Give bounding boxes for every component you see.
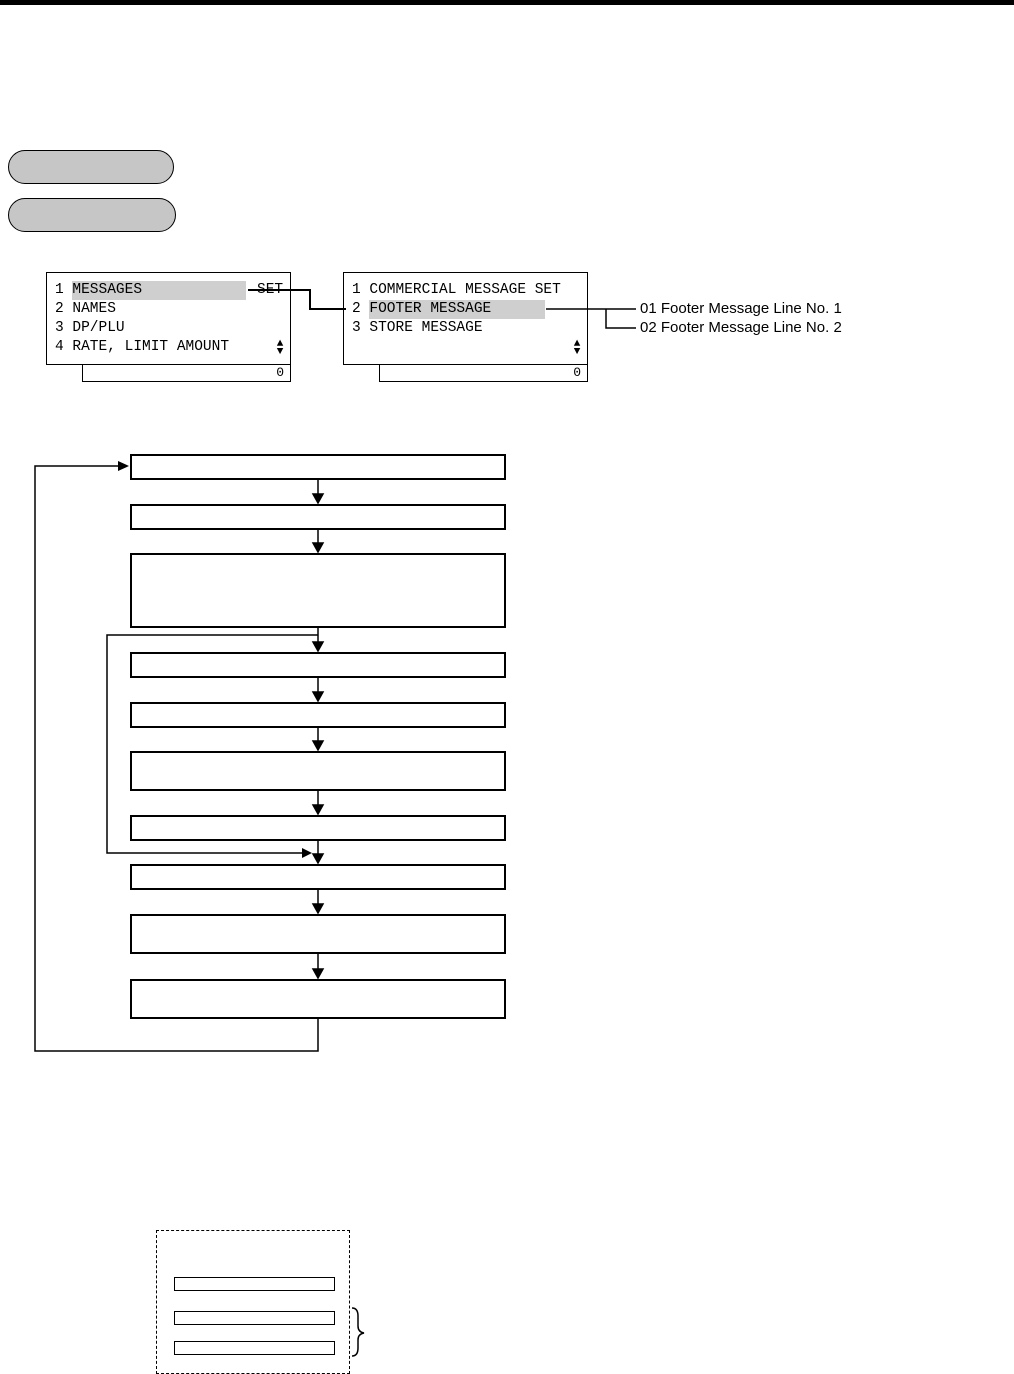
menu1-row-3-label: DP/PLU [72, 320, 125, 336]
menu1-row-1[interactable]: 1 MESSAGES [55, 281, 247, 300]
menu2-row-1-number: 1 [352, 282, 361, 298]
menu2-row-2-label: FOOTER MESSAGE [369, 300, 546, 319]
flow-step-8 [130, 864, 506, 890]
flow-step-9 [130, 914, 506, 954]
menu1-row-4[interactable]: 4 RATE, LIMIT AMOUNT [55, 338, 229, 357]
scroll-up-down-icon[interactable]: ▲▼ [276, 338, 284, 358]
menu1-row-4-label: RATE, LIMIT AMOUNT [72, 339, 230, 355]
page-top-rule [0, 0, 1014, 5]
menu1-to-menu2-connector [248, 289, 346, 310]
menu-screen-1: 1 MESSAGES SET 2 NAMES 3 DP/PLU 4 RATE, … [46, 272, 291, 365]
flow-step-5 [130, 702, 506, 728]
receipt-footer-line-1 [174, 1311, 335, 1325]
flow-step-4 [130, 652, 506, 678]
receipt-line-1 [174, 1277, 335, 1291]
footer-option-2: 02 Footer Message Line No. 2 [640, 319, 842, 336]
menu1-row-3-number: 3 [55, 320, 64, 336]
menu2-row-2[interactable]: 2 FOOTER MESSAGE [352, 300, 546, 319]
menu1-row-2[interactable]: 2 NAMES [55, 300, 116, 319]
menu1-row-3[interactable]: 3 DP/PLU [55, 319, 125, 338]
menu-key-label-pill [8, 198, 176, 232]
skip-loop-line [106, 634, 318, 854]
repeat-loop-line [34, 465, 319, 1052]
menu2-row-1[interactable]: 1 COMMERCIAL MESSAGE SET [352, 281, 561, 300]
menu1-row-2-label: NAMES [72, 301, 116, 317]
footer-option-1: 01 Footer Message Line No. 1 [640, 300, 842, 317]
menu2-row-3[interactable]: 3 STORE MESSAGE [352, 319, 483, 338]
receipt-footer-line-2 [174, 1341, 335, 1355]
menu2-row-3-number: 3 [352, 320, 361, 336]
menu1-row-2-number: 2 [55, 301, 64, 317]
menu1-input-field: 0 [82, 365, 291, 382]
menu1-row-1-label: MESSAGES [72, 281, 247, 300]
flow-step-3 [130, 553, 506, 628]
menu2-row-2-number: 2 [352, 301, 361, 317]
flow-arrows [311, 480, 325, 980]
menu1-row-1-number: 1 [55, 282, 64, 298]
repeat-loop-arrowhead [118, 461, 129, 471]
menu2-input-field: 0 [379, 365, 588, 382]
menu-screen-2: 1 COMMERCIAL MESSAGE SET 2 FOOTER MESSAG… [343, 272, 588, 365]
flow-step-7 [130, 815, 506, 841]
menu2-row-3-label: STORE MESSAGE [369, 320, 483, 336]
skip-loop-arrowhead [302, 848, 312, 858]
menu1-row-4-number: 4 [55, 339, 64, 355]
scroll-up-down-icon[interactable]: ▲▼ [573, 338, 581, 358]
footer-to-option-2-line [605, 309, 636, 329]
mode-key-label-pill [8, 150, 174, 184]
menu2-row-1-label: COMMERCIAL MESSAGE SET [369, 282, 561, 298]
flow-step-1 [130, 454, 506, 480]
flow-step-2 [130, 504, 506, 530]
flow-step-10 [130, 979, 506, 1019]
footer-lines-brace [351, 1307, 365, 1357]
flow-step-6 [130, 751, 506, 791]
